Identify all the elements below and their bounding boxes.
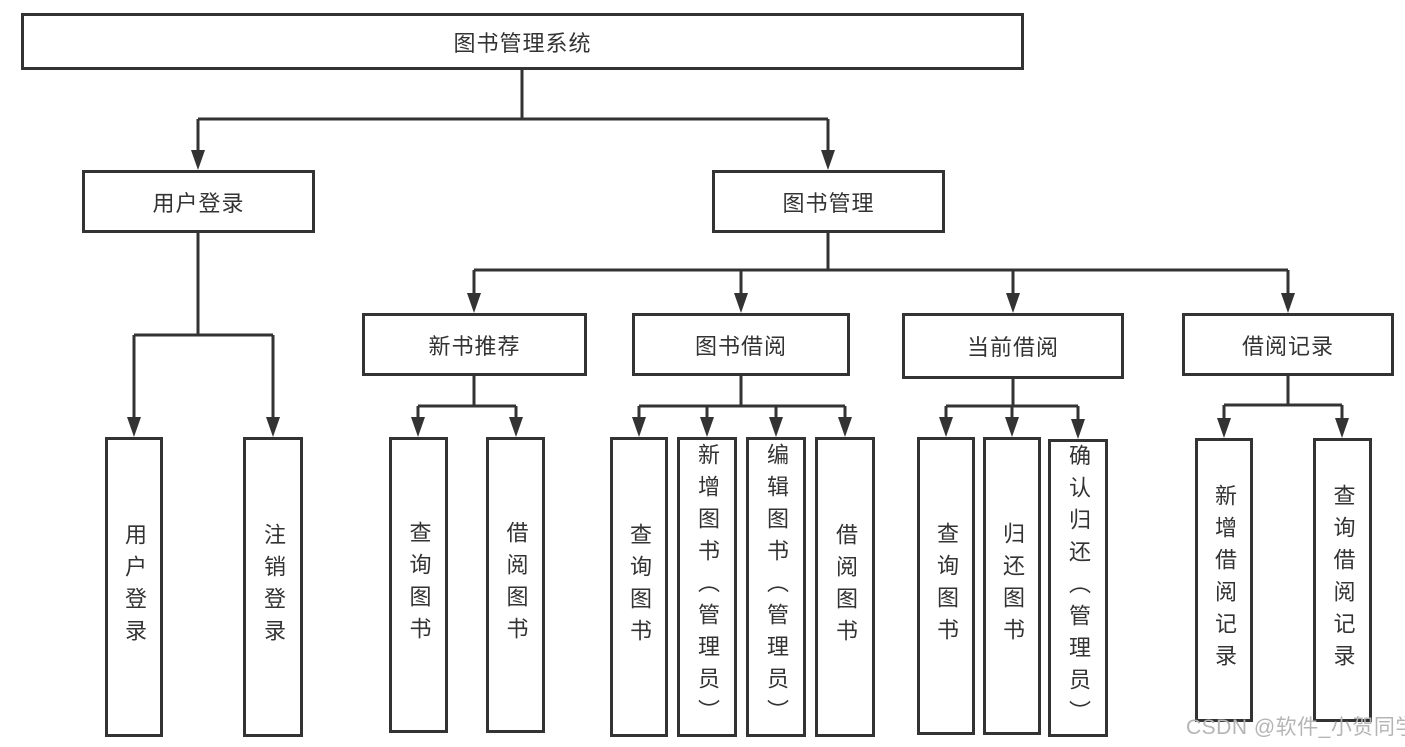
node-return-books-label: 归还图书 (1000, 522, 1025, 650)
node-borrow-borrow-books: 借阅图书 (815, 437, 875, 737)
node-book-management-label: 图书管理 (782, 190, 875, 216)
node-edit-books-admin-label: 编辑图书（管理员） (764, 443, 789, 731)
node-add-borrow-record: 新增借阅记录 (1195, 438, 1253, 722)
node-add-books-admin: 新增图书（管理员） (677, 437, 737, 737)
node-login-label: 用户登录 (122, 523, 147, 651)
node-add-borrow-record-label: 新增借阅记录 (1212, 484, 1237, 676)
node-confirm-return-admin: 确认归还（管理员） (1048, 439, 1108, 737)
node-book-borrowing-label: 图书借阅 (694, 333, 787, 359)
node-cur-query-books: 查询图书 (917, 437, 975, 735)
node-confirm-return-admin-label: 确认归还（管理员） (1066, 444, 1091, 732)
node-book-management: 图书管理 (712, 170, 945, 233)
node-edit-books-admin: 编辑图书（管理员） (746, 437, 806, 737)
node-current-borrowing: 当前借阅 (902, 313, 1124, 379)
node-rec-borrow-books-label: 借阅图书 (503, 521, 529, 649)
node-logout-label: 注销登录 (261, 523, 286, 651)
node-rec-query-books: 查询图书 (389, 437, 448, 733)
node-query-borrow-record: 查询借阅记录 (1313, 438, 1372, 722)
node-user-login: 用户登录 (82, 170, 315, 233)
node-book-borrowing: 图书借阅 (632, 313, 850, 376)
csdn-watermark: CSDN @软件_小贺同学 (1186, 716, 1405, 739)
node-current-borrowing-label: 当前借阅 (966, 335, 1059, 360)
node-borrow-query-books: 查询图书 (610, 437, 668, 737)
node-cur-query-books-label: 查询图书 (934, 522, 959, 650)
node-return-books: 归还图书 (983, 437, 1041, 735)
node-library-system-label: 图书管理系统 (453, 30, 592, 56)
node-user-login-label: 用户登录 (152, 190, 245, 216)
node-add-books-admin-label: 新增图书（管理员） (695, 443, 720, 731)
node-borrow-query-books-label: 查询图书 (627, 523, 652, 651)
node-rec-query-books-label: 查询图书 (406, 521, 432, 649)
node-borrow-borrow-books-label: 借阅图书 (833, 523, 858, 651)
node-rec-borrow-books: 借阅图书 (486, 437, 545, 733)
node-logout: 注销登录 (243, 437, 303, 737)
node-query-borrow-record-label: 查询借阅记录 (1330, 484, 1356, 676)
node-borrow-records: 借阅记录 (1182, 313, 1394, 376)
node-borrow-records-label: 借阅记录 (1241, 333, 1334, 359)
node-library-system: 图书管理系统 (21, 13, 1024, 70)
node-login: 用户登录 (105, 437, 163, 737)
node-new-book-recommend-label: 新书推荐 (428, 333, 521, 359)
node-new-book-recommend: 新书推荐 (362, 313, 587, 376)
arrowheads (127, 150, 1349, 439)
